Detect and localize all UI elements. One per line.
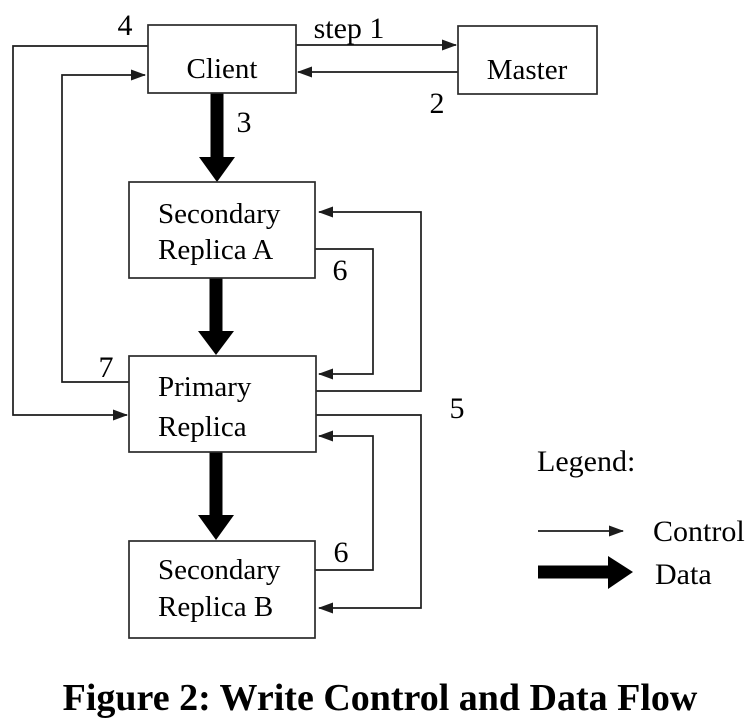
secondary-replica-b-box (128, 540, 316, 639)
control-arrow-step4-client-to-primary (12, 45, 148, 421)
edge-labels: 4 step 1 2 3 6 7 5 6 (99, 9, 465, 569)
primary-replica-node: Primary Replica (128, 355, 317, 453)
data-arrow-primary-to-secondary-b (198, 452, 234, 540)
control-arrow-step6-secondary-b-to-primary (315, 430, 374, 571)
legend-data-label: Data (655, 558, 712, 591)
control-arrows (12, 39, 458, 614)
edge-label-step4: 4 (118, 9, 133, 42)
client-node: Client (147, 24, 297, 94)
edge-label-step3: 3 (237, 106, 252, 139)
edge-label-step7: 7 (99, 351, 114, 384)
client-node-label: Client (187, 53, 258, 85)
primary-replica-label-line1: Primary (158, 371, 252, 403)
data-arrow-secondary-a-to-primary (198, 278, 234, 355)
client-node-box (147, 24, 297, 94)
secondary-replica-a-box (128, 181, 316, 279)
data-arrows (198, 93, 235, 540)
master-node: Master (457, 25, 598, 95)
control-arrow-step5-primary-to-secondary-a (316, 206, 422, 392)
secondary-replica-b-node: Secondary Replica B (128, 540, 316, 639)
edge-label-step1: step 1 (314, 12, 385, 45)
secondary-replica-a-node: Secondary Replica A (128, 181, 316, 279)
legend-data-arrow-icon (538, 556, 633, 589)
edge-label-step2: 2 (430, 87, 445, 120)
secondary-replica-b-label-line1: Secondary (158, 554, 281, 586)
secondary-replica-a-label-line1: Secondary (158, 198, 281, 230)
control-arrow-step5-primary-to-secondary-b (316, 414, 422, 614)
legend-control-label: Control (653, 515, 745, 548)
edge-label-step6-a: 6 (333, 254, 348, 287)
edge-label-step5: 5 (450, 392, 465, 425)
master-node-box (457, 25, 598, 95)
primary-replica-label-line2: Replica (158, 411, 247, 443)
legend: Legend: Control Data (537, 445, 745, 591)
secondary-replica-b-label-line2: Replica B (158, 591, 273, 623)
primary-replica-box (128, 355, 317, 453)
legend-title: Legend: (537, 445, 635, 478)
master-node-label: Master (487, 54, 568, 86)
figure-caption: Figure 2: Write Control and Data Flow (63, 677, 698, 719)
control-arrow-step7-primary-to-client (61, 69, 146, 383)
control-arrow-step6-secondary-a-to-primary (315, 248, 374, 380)
edge-label-step6-b: 6 (334, 536, 349, 569)
secondary-replica-a-label-line2: Replica A (158, 234, 273, 266)
data-arrow-step3-client-to-secondary-a (199, 93, 235, 182)
